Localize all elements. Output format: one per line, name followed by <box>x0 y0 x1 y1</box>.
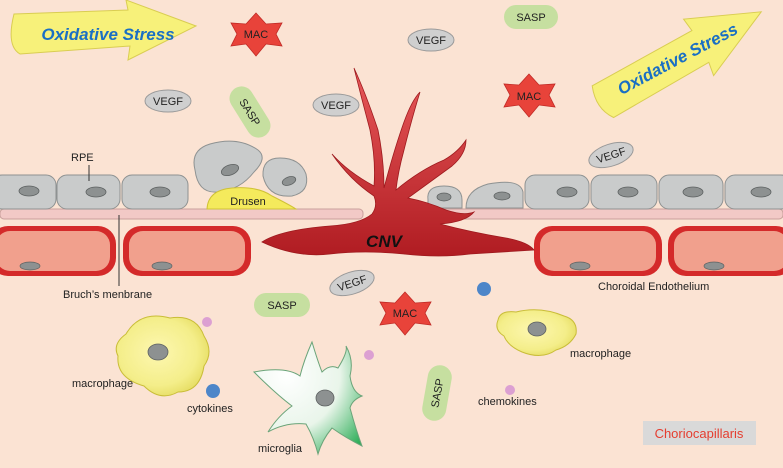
sasp-badge: SASP <box>229 86 271 138</box>
choroidal-vessel <box>0 226 116 276</box>
sasp-badge: SASP <box>422 365 452 421</box>
choriocapillaris-label: Choriocapillaris <box>655 426 744 441</box>
vegf-badge: VEGF <box>312 93 360 117</box>
cytokine-dot <box>206 384 220 398</box>
vegf-badge: VEGF <box>329 269 375 297</box>
choroidal-vessel <box>123 226 251 276</box>
macrophage-label-left: macrophage <box>72 378 133 390</box>
macrophage-label-right: macrophage <box>570 348 631 360</box>
mac-label: MAC <box>517 91 542 103</box>
sasp-label: SASP <box>430 378 447 409</box>
sasp-badge: SASP <box>254 293 310 317</box>
cytokines-label: cytokines <box>187 403 233 415</box>
macrophage-left <box>115 315 210 397</box>
mac-star-top: MAC <box>230 12 283 57</box>
choroidal-vessel <box>534 226 662 276</box>
oxidative-stress-arrow-right: Oxidative Stress <box>591 11 763 119</box>
vegf-badge: VEGF <box>588 141 634 169</box>
bruchs-membrane-label: Bruch’s menbrane <box>63 289 152 301</box>
mac-label: MAC <box>244 29 269 41</box>
choroidal-vessel <box>668 226 783 276</box>
bruchs-membrane-left <box>0 208 364 220</box>
chemokines-label: chemokines <box>478 396 537 408</box>
microglia <box>252 340 364 456</box>
microglia-label: microglia <box>258 443 303 455</box>
choroidal-endothelium-label: Choroidal Endothelium <box>598 281 709 293</box>
sasp-label: SASP <box>267 300 296 312</box>
vegf-label: VEGF <box>321 100 351 112</box>
drusen-label: Drusen <box>230 196 265 208</box>
sasp-badge: SASP <box>504 5 558 29</box>
mac-star-bottom: MAC <box>379 291 432 336</box>
vegf-badge: VEGF <box>144 89 192 113</box>
vegf-label: VEGF <box>416 35 446 47</box>
oxidative-stress-arrow-left: Oxidative Stress <box>10 0 198 61</box>
mac-label: MAC <box>393 308 418 320</box>
chemokine-dot <box>505 385 515 395</box>
sasp-label: SASP <box>516 12 545 24</box>
rpe-label: RPE <box>71 152 94 164</box>
macrophage-right <box>496 309 577 356</box>
rpe-nuclei <box>18 163 772 202</box>
chemokine-dot <box>202 317 212 327</box>
cnv-label: CNV <box>366 232 404 251</box>
cnv: CNV <box>261 67 535 257</box>
mac-star-right: MAC <box>503 73 556 118</box>
rpe-cell-detached <box>262 157 308 197</box>
cytokine-dot <box>477 282 491 296</box>
oxidative-stress-label-left: Oxidative Stress <box>41 25 174 44</box>
choriocapillaris-box: Choriocapillaris <box>643 421 756 445</box>
chemokine-dot <box>364 350 374 360</box>
drusen: Drusen <box>206 187 298 210</box>
vegf-label: VEGF <box>153 96 183 108</box>
vegf-badge: VEGF <box>407 28 455 52</box>
